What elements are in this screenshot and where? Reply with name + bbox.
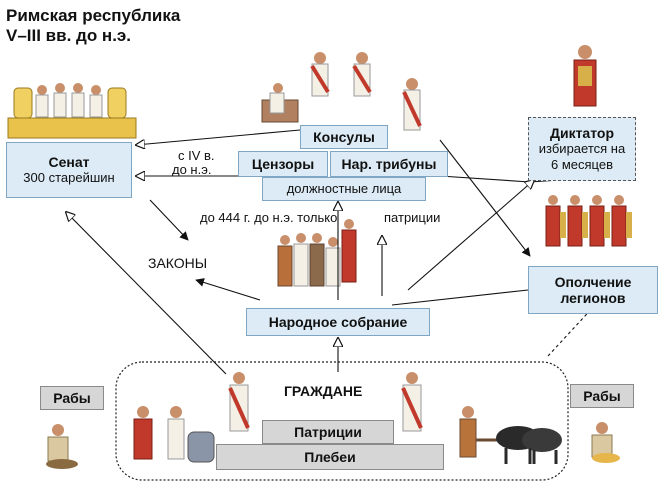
citizens-frame — [115, 361, 569, 481]
slaves-right-label: Рабы — [583, 388, 621, 404]
plebeians-box: Плебеи — [216, 444, 444, 470]
senate-desc: 300 старейшин — [23, 170, 115, 185]
patricians-label: Патриции — [294, 424, 362, 440]
dictator-name: Диктатор — [549, 125, 614, 141]
diagram-title: Римская республика V–III вв. до н.э. — [6, 6, 180, 46]
plebeians-label: Плебеи — [304, 449, 356, 465]
title-line-1: Римская республика — [6, 6, 181, 25]
consuls-box: Консулы — [300, 125, 388, 149]
officials-label: должностные лица — [286, 181, 402, 196]
arrow-consuls-senate — [136, 129, 301, 145]
assembly-box: Народное собрание — [246, 308, 430, 336]
arrow-senate-laws — [149, 199, 189, 241]
magistrates-illustration — [261, 52, 422, 131]
patricians-box: Патриции — [262, 420, 394, 444]
assembly-illustration — [277, 219, 357, 287]
arrow-citizens-senate — [66, 212, 227, 375]
officials-box: должностные лица — [262, 177, 426, 201]
senate-illustration — [7, 83, 137, 139]
dictator-illustration — [573, 45, 597, 107]
senate-name: Сенат — [48, 154, 90, 170]
arrow-consuls-militia — [439, 139, 531, 257]
tribunes-label: Нар. трибуны — [341, 156, 437, 172]
militia-line-1: Ополчение — [554, 274, 632, 290]
assembly-label: Народное собрание — [268, 314, 408, 330]
militia-box: Ополчение легионов — [528, 266, 658, 314]
legion-illustration — [545, 195, 632, 247]
slave-figures — [46, 422, 620, 469]
laws-label: ЗАКОНЫ — [148, 255, 208, 271]
arrow-assembly-dictator — [407, 180, 534, 291]
slaves-left-box: Рабы — [40, 386, 104, 410]
title-line-2: V–III вв. до н.э. — [6, 26, 132, 45]
censors-box: Цензоры — [238, 151, 328, 177]
tribunes-box: Нар. трибуны — [330, 151, 448, 177]
consuls-label: Консулы — [313, 129, 375, 145]
note-444: до 444 г. до н.э. только — [200, 210, 338, 225]
patricians-note: патриции — [384, 210, 441, 225]
slaves-right-box: Рабы — [570, 384, 634, 408]
censors-label: Цензоры — [251, 156, 315, 172]
citizens-label: ГРАЖДАНЕ — [284, 383, 363, 399]
line-assembly-militia — [391, 289, 529, 306]
connectors — [66, 129, 596, 375]
slaves-left-label: Рабы — [53, 390, 91, 406]
dictator-desc-1: избирается на — [538, 141, 626, 156]
senate-box: Сенат 300 старейшин — [6, 142, 132, 198]
arrow-assembly-laws — [195, 278, 261, 301]
note-iv-century-1: с IV в. — [178, 148, 215, 163]
dictator-box: Диктатор избирается на 6 месяцев — [528, 117, 636, 181]
militia-line-2: легионов — [560, 290, 626, 306]
note-iv-century-2: до н.э. — [172, 162, 212, 177]
dictator-desc-2: 6 месяцев — [551, 157, 613, 172]
citizen-figures — [133, 372, 562, 464]
